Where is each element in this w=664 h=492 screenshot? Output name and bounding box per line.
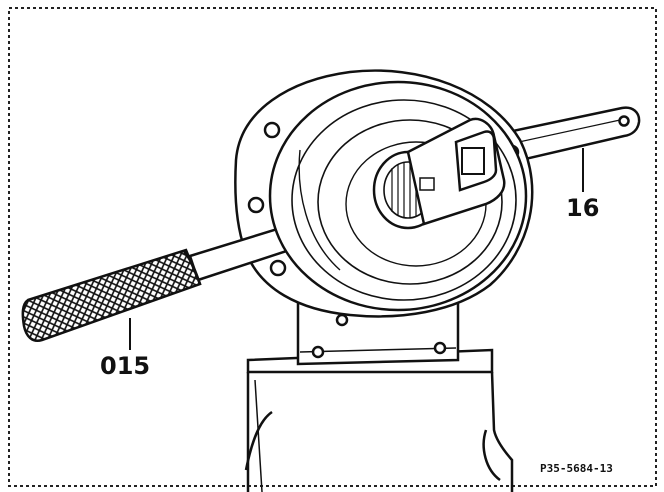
hub-assembly xyxy=(268,80,528,312)
vise-stand xyxy=(244,294,514,492)
callout-label-16: 16 xyxy=(566,194,599,222)
figure-reference-code: P35-5684-13 xyxy=(540,462,613,475)
dotted-frame xyxy=(8,7,657,487)
callout-label-015: 015 xyxy=(100,352,150,380)
